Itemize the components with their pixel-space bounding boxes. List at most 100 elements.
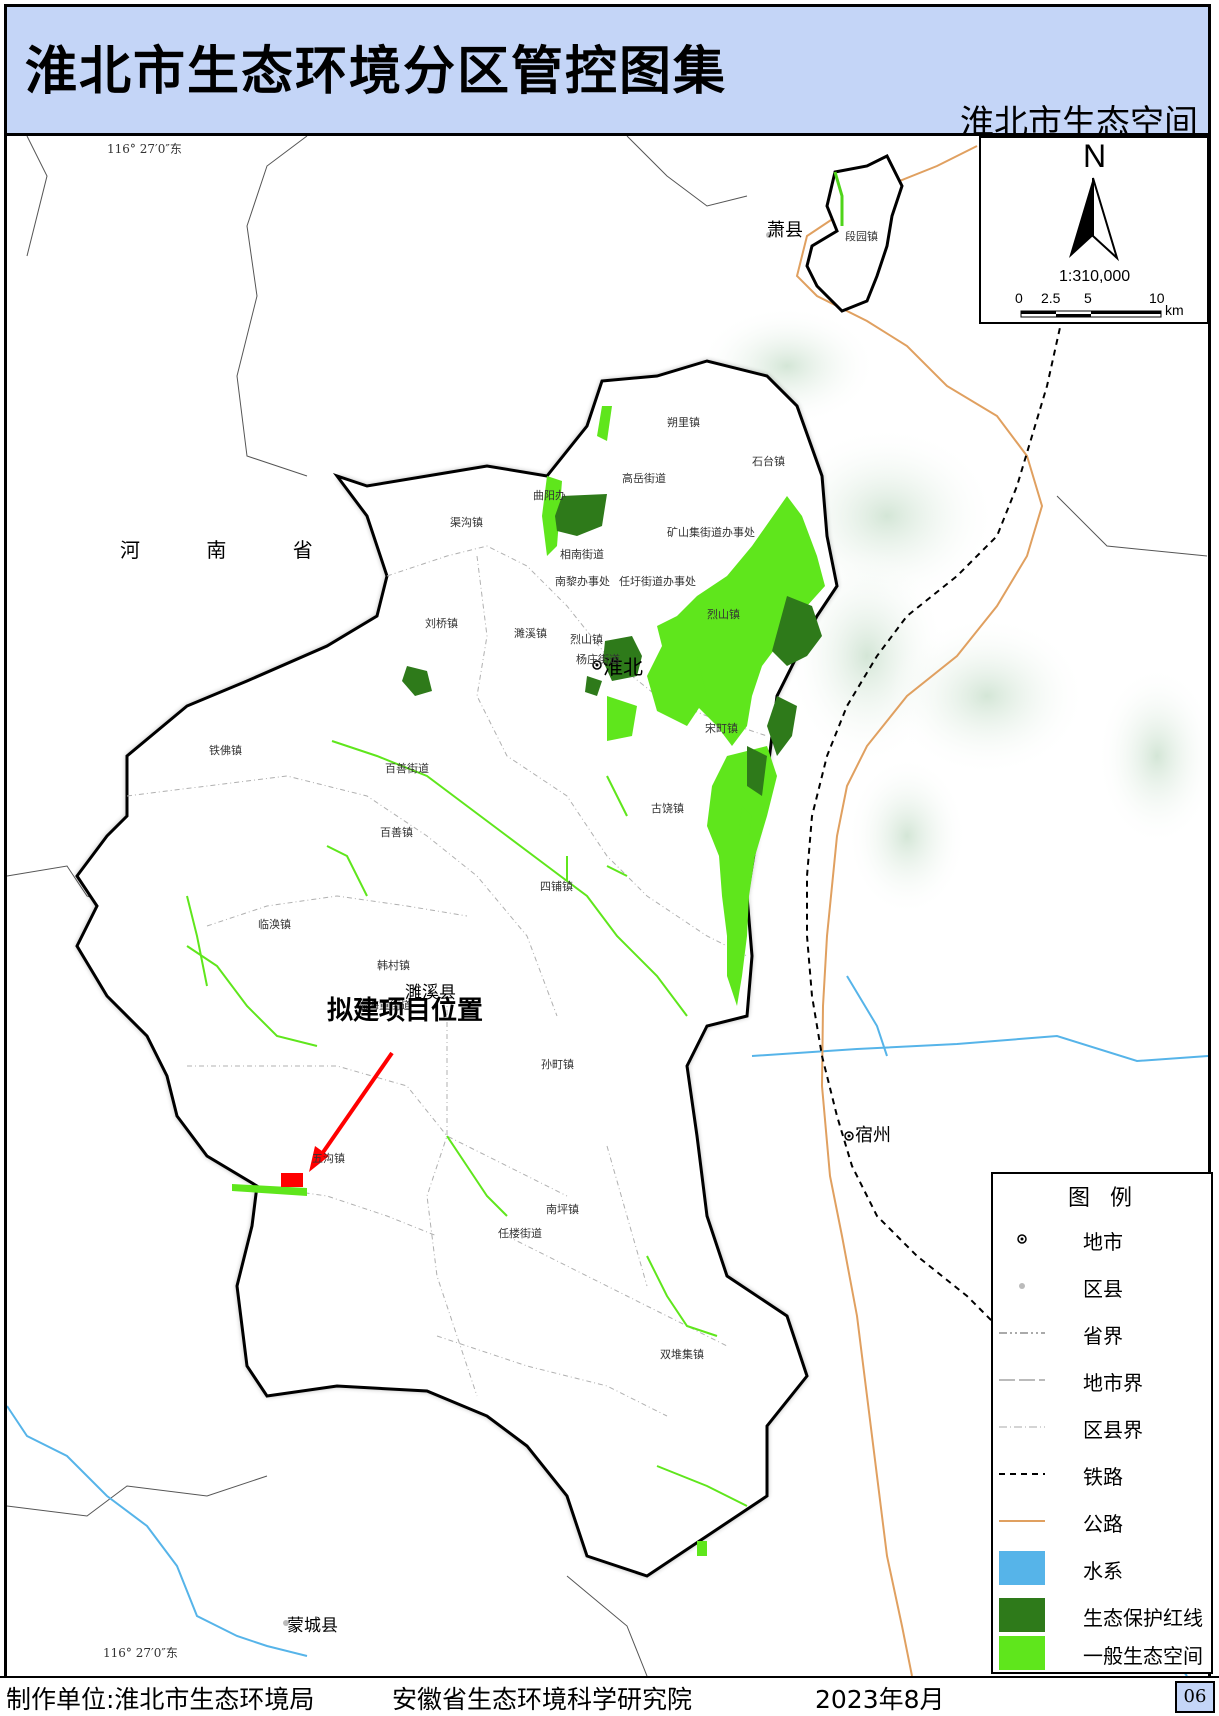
north-letter: N — [1083, 138, 1107, 174]
legend-label: 区县界 — [1083, 1418, 1143, 1442]
legend-label: 区县 — [1083, 1277, 1123, 1301]
footer-bar: 制作单位:淮北市生态环境局 安徽省生态环境科学研究院 2023年8月 06 — [0, 1676, 1219, 1714]
town-label: 段园镇 — [845, 230, 878, 243]
legend-item: 地市 — [993, 1216, 1215, 1262]
town-label: 高岳街道 — [622, 472, 666, 485]
bottom-coordinate-label: 116° 27′0″东 — [103, 1646, 178, 1660]
project-arrow — [309, 1051, 394, 1172]
ecological-red-line — [402, 494, 822, 796]
town-label: 百善街道 — [385, 762, 429, 775]
legend-item: 区县界 — [993, 1404, 1215, 1450]
page-number: 06 — [1175, 1681, 1215, 1713]
town-label: 相南街道 — [560, 548, 604, 561]
railway-icon — [999, 1473, 1045, 1475]
legend-label: 铁路 — [1083, 1465, 1123, 1489]
legend-item: 一般生态空间 — [993, 1630, 1215, 1676]
legend-item: 区县 — [993, 1263, 1215, 1309]
terrain-shading — [697, 306, 1208, 916]
scale-tick: 5 — [1084, 290, 1092, 306]
town-label: 韩村镇 — [377, 959, 410, 972]
legend-item: 地市界 — [993, 1357, 1215, 1403]
project-site-marker[interactable] — [281, 1173, 303, 1187]
legend-label: 生态保护红线 — [1083, 1606, 1203, 1630]
province-label: 河 南 省 — [120, 538, 343, 562]
town-label: 五沟镇 — [312, 1152, 345, 1165]
scale-tick: 10 — [1149, 290, 1165, 306]
footer-date: 2023年8月 — [815, 1685, 945, 1714]
legend-item: 省界 — [993, 1310, 1215, 1356]
town-label: 刘桥镇 — [425, 617, 458, 630]
county-dot-icon — [1019, 1283, 1025, 1289]
county-label-suixi: 濉溪县 — [405, 983, 456, 1003]
header-banner: 淮北市生态环境分区管控图集 淮北市生态空间 — [4, 4, 1211, 143]
internal-boundaries — [126, 545, 768, 1417]
town-label: 朔里镇 — [667, 416, 700, 429]
legend-item: 水系 — [993, 1545, 1215, 1591]
road-icon — [999, 1520, 1045, 1522]
legend-item: 铁路 — [993, 1451, 1215, 1497]
scale-tick: 2.5 — [1041, 290, 1061, 306]
page-title: 淮北市生态环境分区管控图集 — [25, 42, 728, 102]
general-space-icon — [999, 1636, 1045, 1670]
town-label: 临涣镇 — [258, 918, 291, 931]
highway-road — [795, 145, 1044, 1676]
town-label: 孙町镇 — [541, 1058, 574, 1071]
north-arrow-icon — [1020, 177, 1162, 318]
town-label: 杨庄街道 — [576, 653, 620, 666]
city-boundary-icon — [999, 1379, 1045, 1381]
legend-item: 生态保护红线 — [993, 1592, 1215, 1638]
town-label: 宋町镇 — [705, 722, 738, 735]
red-line-zone-icon — [999, 1598, 1045, 1632]
town-label: 铁佛镇 — [209, 744, 242, 757]
legend-label: 水系 — [1083, 1559, 1123, 1583]
county-boundary-icon — [999, 1426, 1045, 1428]
city-label-suzhou: 宿州 — [855, 1125, 891, 1146]
footer-institute: 安徽省生态环境科学研究院 — [392, 1685, 693, 1714]
top-coordinate-label: 116° 27′0″东 — [107, 142, 182, 156]
city-label-xiaoxian: 萧县 — [767, 220, 803, 241]
city-dot-icon — [1017, 1234, 1027, 1244]
town-label: 任圩街道办事处 — [619, 575, 696, 588]
town-label: 南黎办事处 — [555, 575, 610, 588]
town-label: 任楼街道 — [498, 1227, 542, 1240]
town-label: 矿山集街道办事处 — [667, 526, 755, 539]
legend-panel: 图例 地市 区县 省界 地市界 区县界 铁路 公路 — [991, 1172, 1213, 1674]
map-canvas[interactable]: 116° 27′0″东 116° 27′0″东 河 南 省 萧县 淮北 宿州 濉… — [4, 136, 1211, 1676]
map-svg — [7, 136, 1208, 1676]
railway-line — [806, 295, 1068, 1327]
town-label: 临海童街道 — [357, 999, 412, 1012]
water-icon — [999, 1551, 1045, 1585]
scale-unit: km — [1165, 302, 1184, 318]
city-label-huaibei: 淮北 — [603, 655, 643, 679]
town-label: 古饶镇 — [651, 802, 684, 815]
footer-maker: 制作单位:淮北市生态环境局 — [6, 1685, 315, 1714]
scale-tick: 0 — [1015, 290, 1023, 306]
legend-label: 一般生态空间 — [1083, 1644, 1203, 1668]
scale-ratio: 1:310,000 — [1059, 268, 1131, 285]
county-label-mengcheng: 蒙城县 — [287, 1616, 338, 1636]
legend-label: 地市界 — [1083, 1371, 1143, 1395]
city-markers — [283, 232, 854, 1626]
project-location-label: 拟建项目位置 — [327, 996, 484, 1026]
xiaoxian-piece — [805, 153, 904, 313]
town-label: 烈山镇 — [570, 633, 603, 646]
town-label: 曲阳办 — [533, 489, 566, 502]
town-label: 百善镇 — [380, 826, 413, 839]
legend-item: 公路 — [993, 1498, 1215, 1544]
green-streams — [186, 740, 748, 1507]
town-label: 双堆集镇 — [660, 1348, 704, 1361]
town-label: 石台镇 — [752, 455, 785, 468]
town-label: 四铺镇 — [540, 880, 573, 893]
legend-label: 公路 — [1083, 1512, 1123, 1536]
legend-title: 图例 — [1068, 1186, 1153, 1211]
north-arrow-panel: N 1:310,000 0 2.5 5 10 km — [979, 136, 1209, 324]
province-boundary-icon — [999, 1332, 1045, 1334]
general-ecological-space — [232, 406, 825, 1556]
town-label: 渠沟镇 — [450, 516, 483, 529]
legend-label: 地市 — [1083, 1230, 1123, 1254]
town-label: 南坪镇 — [546, 1203, 579, 1216]
legend-label: 省界 — [1083, 1324, 1123, 1348]
town-label: 濉溪镇 — [514, 627, 547, 640]
town-label: 烈山镇 — [707, 608, 740, 621]
